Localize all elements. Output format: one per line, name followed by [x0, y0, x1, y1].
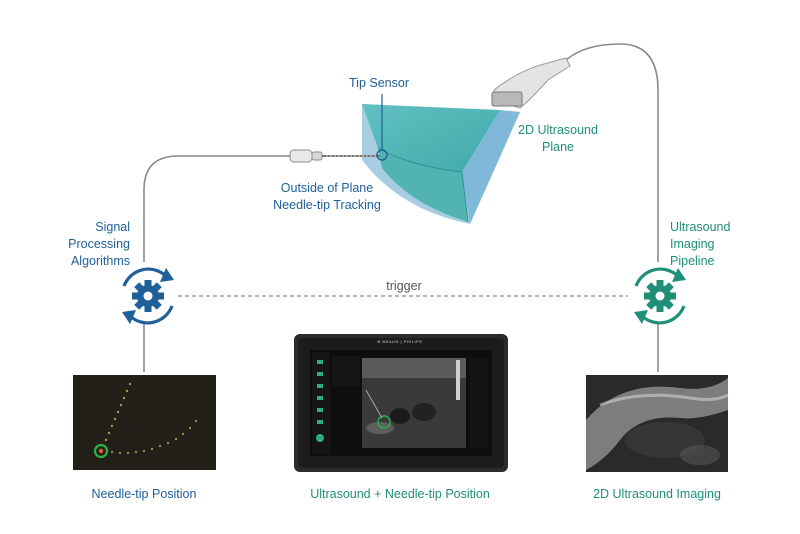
outside-plane-label-line1: Outside of Plane: [280, 181, 374, 195]
us-plane-label-line1: 2D Ultrasound: [518, 123, 598, 137]
ultrasound-probe-icon: [491, 57, 571, 109]
outside-plane-label: Outside of Plane Needle-tip Tracking: [254, 180, 400, 214]
2d-ultrasound-image: [586, 375, 729, 472]
signal-label-line3: Algorithms: [70, 254, 130, 268]
needle-cable: [143, 155, 292, 262]
pipeline-label-line3: Pipeline: [670, 254, 715, 268]
imaging-pipeline-label: Ultrasound Imaging Pipeline: [670, 219, 730, 270]
outside-plane-label-line2: Needle-tip Tracking: [273, 198, 381, 212]
caption-ultrasound-needle-tip: Ultrasound + Needle-tip Position: [310, 487, 490, 501]
signal-processing-label: Signal Processing Algorithms: [50, 219, 130, 270]
trigger-label: trigger: [386, 279, 422, 293]
pipeline-label-line2: Imaging: [670, 237, 715, 251]
device-brand-label: B BRAUN | PHILIPS: [377, 339, 423, 344]
caption-needle-tip-position: Needle-tip Position: [91, 487, 197, 501]
right-gear-cycle-icon: [634, 267, 686, 325]
needle-icon: [289, 149, 380, 163]
caption-2d-ultrasound-imaging: 2D Ultrasound Imaging: [593, 487, 721, 501]
tip-sensor-label: Tip Sensor: [349, 76, 409, 90]
signal-label-line2: Processing: [68, 237, 130, 251]
pipeline-label-line1: Ultrasound: [670, 220, 731, 234]
tip-sensor-marker: [376, 149, 388, 161]
needle-tip-position-image: [73, 375, 216, 470]
left-gear-cycle-icon: [122, 267, 174, 325]
us-plane-label: 2D Ultrasound Plane: [508, 122, 608, 156]
ultrasound-plane: [362, 104, 520, 224]
probe-cable: [565, 43, 659, 262]
us-plane-label-line2: Plane: [542, 140, 574, 154]
signal-label-line1: Signal: [95, 220, 130, 234]
ultrasound-device-image: [294, 334, 508, 472]
